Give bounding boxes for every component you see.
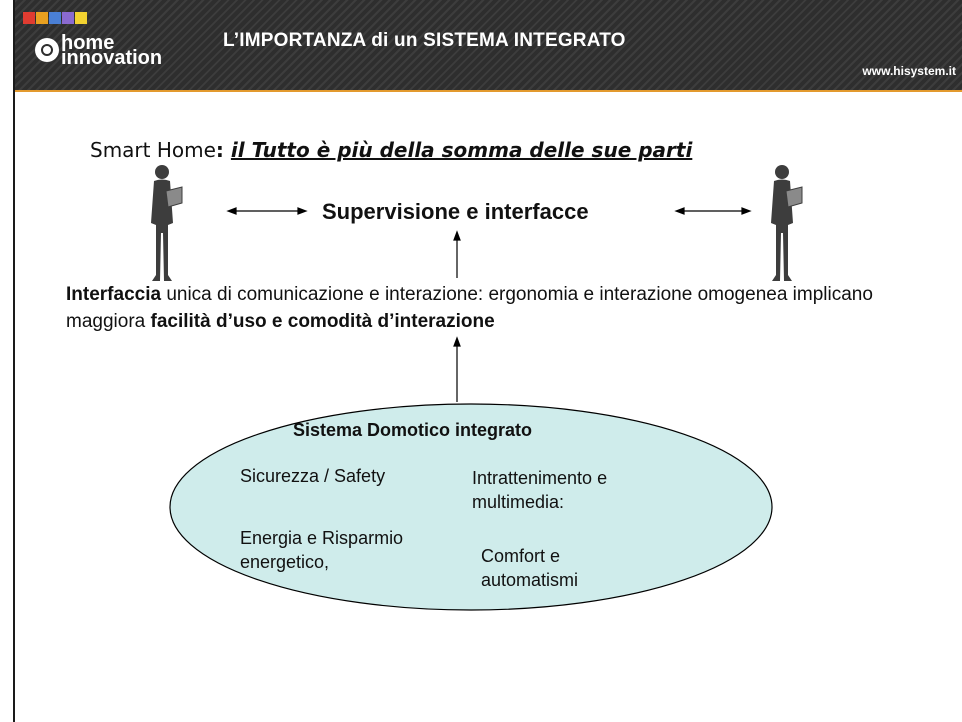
interface-bold-conclusion: facilità d’uso e comodità d’interazione [150, 311, 495, 332]
logo-circle-icon [35, 38, 59, 62]
interface-bold-term: Interfaccia [66, 284, 162, 305]
system-item-energy: Energia e Risparmio energetico, [240, 528, 404, 572]
right-arrowhead-left [674, 207, 685, 215]
system-item-multimedia: Intrattenimento e multimedia: [472, 468, 608, 512]
header-title: L’IMPORTANZA di un SISTEMA INTEGRATO [223, 30, 626, 51]
header-bar: home innovation L’IMPORTANZA di un SISTE… [15, 0, 962, 92]
upper-vertical-arrowhead [453, 230, 461, 241]
slide-subtitle: Smart Home: il Tutto è più della somma d… [90, 138, 692, 162]
interface-description: Interfaccia unica di comunicazione e int… [66, 281, 926, 335]
subtitle-colon: : [215, 138, 231, 162]
lower-vertical-arrowhead [453, 336, 461, 347]
header-url: www.hisystem.it [862, 64, 956, 78]
system-item-comfort: Comfort e automatismi [481, 546, 579, 590]
logo-text: home innovation [61, 32, 163, 69]
left-arrowhead-right [297, 207, 308, 215]
subtitle-emphasis: il Tutto è più della somma delle sue par… [230, 138, 693, 162]
logo-text-home: home [61, 32, 115, 54]
system-ellipse [169, 403, 773, 611]
supervision-label: Supervisione e interfacce [322, 199, 589, 224]
person-left-icon [151, 165, 183, 281]
logo-square-yellow [75, 12, 87, 24]
subtitle-plain: Smart Home [90, 138, 216, 162]
left-arrowhead-left [226, 207, 237, 215]
system-item-safety: Sicurezza / Safety [240, 466, 386, 486]
interface-body-text: unica di comunicazione e interazione: er… [66, 284, 873, 332]
logo-square-blue [49, 12, 61, 24]
left-border-line [13, 0, 15, 722]
system-title: Sistema Domotico integrato [293, 420, 533, 440]
person-right-icon [771, 165, 803, 281]
logo-square-red [23, 12, 35, 24]
right-arrowhead-right [741, 207, 752, 215]
logo-text-innovation: innovation [61, 47, 163, 69]
logo-square-orange [36, 12, 48, 24]
logo-square-purple [62, 12, 74, 24]
